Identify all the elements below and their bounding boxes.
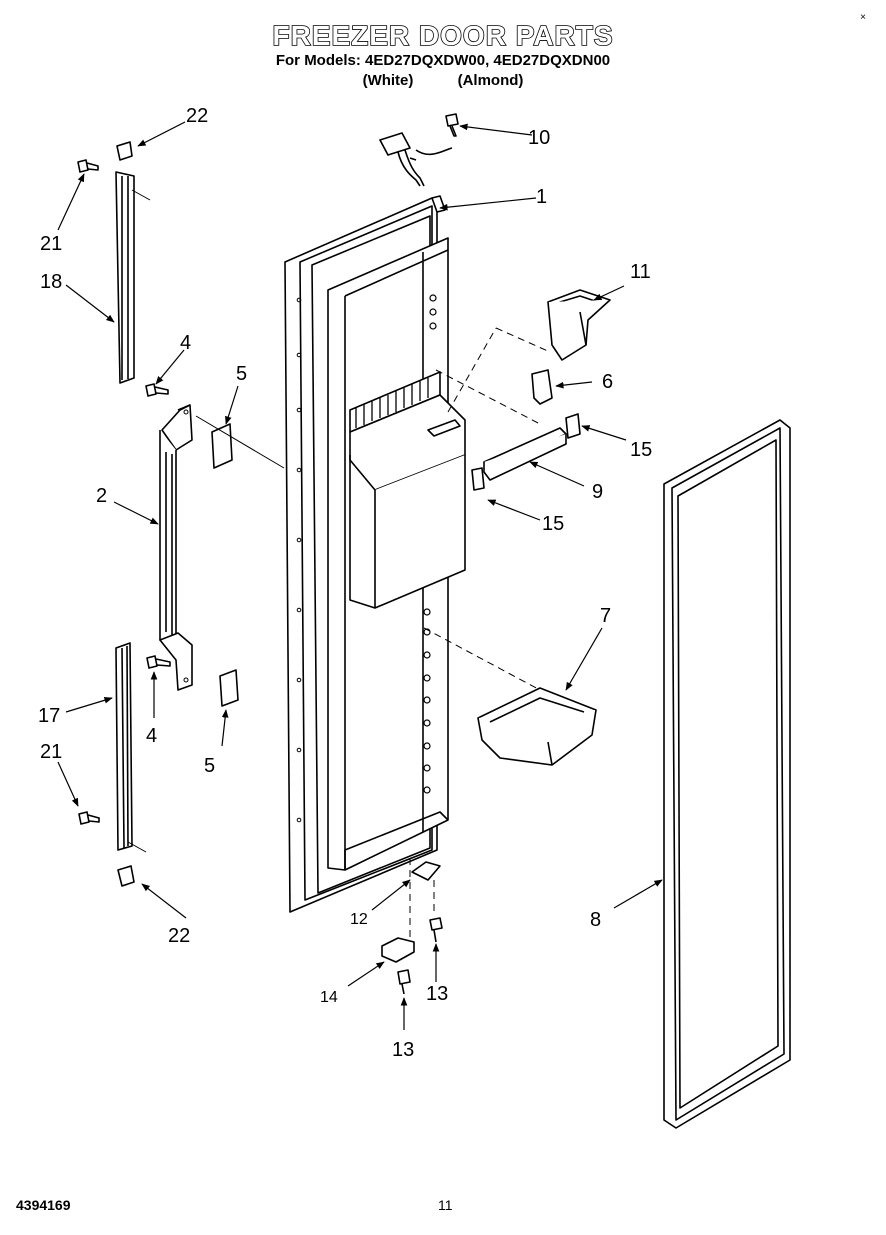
callout-6: 6 <box>602 371 613 393</box>
ice-chute <box>547 289 611 361</box>
hinge-plate-12 <box>411 861 441 881</box>
callout-1: 1 <box>536 186 547 208</box>
callout-17: 17 <box>38 705 60 727</box>
callout-2: 2 <box>96 485 107 507</box>
callout-5-lower: 5 <box>204 755 215 777</box>
callout-9: 9 <box>592 481 603 503</box>
rail-9 <box>483 427 567 481</box>
callout-10: 10 <box>528 127 550 149</box>
callout-11: 11 <box>630 261 651 283</box>
screw-21-lower <box>78 811 100 825</box>
clip-lower <box>117 865 135 887</box>
callout-13-upper: 13 <box>426 983 448 1005</box>
screw-4-upper <box>145 383 169 397</box>
corner-mark: × <box>860 12 866 23</box>
models-line: For Models: 4ED27DQXDW00, 4ED27DQXDN00 <box>275 52 611 69</box>
callout-14: 14 <box>320 989 338 1006</box>
page-title: FREEZER DOOR PARTS <box>272 19 614 52</box>
trim-strip-upper <box>115 171 135 384</box>
callout-18: 18 <box>40 271 62 293</box>
door-panel <box>284 132 466 913</box>
screw-13-upper <box>429 917 443 943</box>
hinge-block-14 <box>381 937 415 963</box>
callout-4-lower: 4 <box>146 725 157 747</box>
bracket-6 <box>531 369 553 405</box>
variant-white: (White) <box>362 72 414 89</box>
screw-21-upper <box>77 159 99 173</box>
callout-22-upper: 22 <box>186 105 208 127</box>
callout-13-lower: 13 <box>392 1039 414 1061</box>
door-gasket <box>663 419 791 1129</box>
cap-15-lower <box>471 467 485 491</box>
callout-7: 7 <box>600 605 611 627</box>
trim-strip-lower <box>115 642 133 851</box>
document-number: 4394169 <box>16 1197 71 1213</box>
door-handle <box>159 404 193 691</box>
callout-labels: 1 2 4 4 5 5 6 7 8 9 10 11 12 13 13 14 15… <box>38 105 652 1061</box>
callout-12: 12 <box>350 911 368 928</box>
screw-10 <box>445 113 459 137</box>
color-variants: (White) (Almond) <box>0 72 886 89</box>
callout-4-upper: 4 <box>180 332 191 354</box>
callout-21-upper: 21 <box>40 233 62 255</box>
callout-8: 8 <box>590 909 601 931</box>
screw-13-lower <box>397 969 411 995</box>
variant-almond: (Almond) <box>457 72 524 89</box>
callout-15-upper: 15 <box>630 439 652 461</box>
hinge-bracket-lower <box>219 669 239 707</box>
callout-21-lower: 21 <box>40 741 62 763</box>
cap-15-upper <box>565 413 581 439</box>
callout-15-lower: 15 <box>542 513 564 535</box>
callout-22-lower: 22 <box>168 925 190 947</box>
clip-upper <box>116 141 133 161</box>
hinge-bracket-upper <box>211 423 233 469</box>
page-number: 11 <box>438 1197 453 1213</box>
callout-5-upper: 5 <box>236 363 247 385</box>
screw-4-lower <box>146 655 171 669</box>
door-shelf <box>477 687 597 766</box>
